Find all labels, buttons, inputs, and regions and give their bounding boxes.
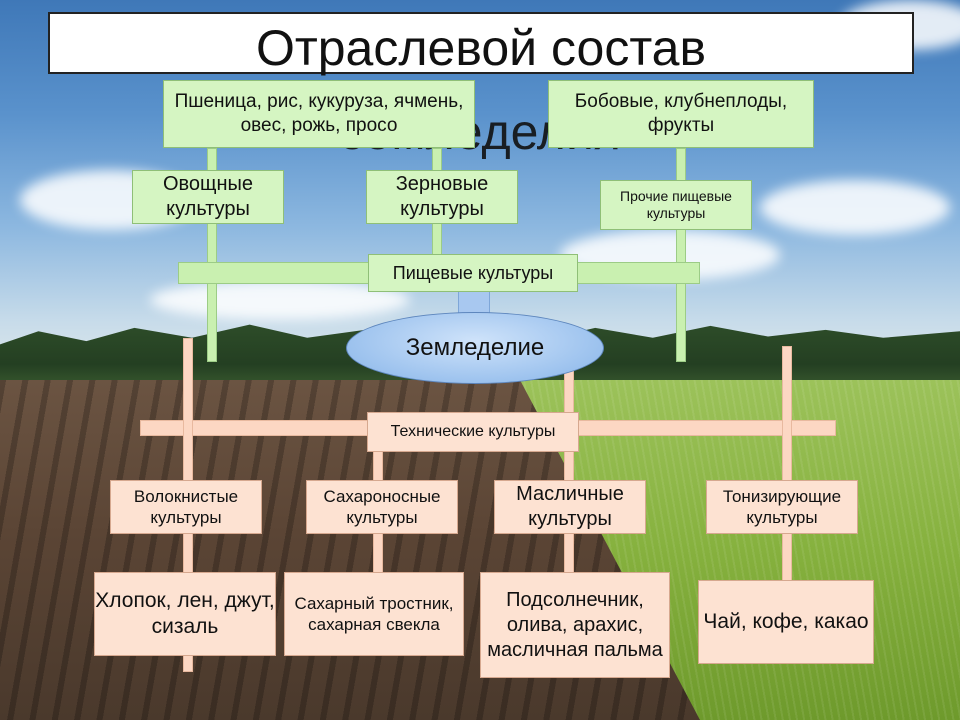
connector-tonic [782, 346, 792, 582]
food-crops-hub: Пищевые культуры [368, 254, 578, 292]
title-box [48, 12, 914, 74]
sugar-examples-box: Сахарный тростник, сахарная свекла [284, 572, 464, 656]
oil-crops-box: Масличные культуры [494, 480, 646, 534]
tonic-crops-box: Тонизирующие культуры [706, 480, 858, 534]
technical-crops-hub: Технические культуры [367, 412, 579, 452]
title-line-1: Отраслевой состав [255, 20, 707, 76]
fiber-crops-box: Волокнистые культуры [110, 480, 262, 534]
vegetable-crops-box: Овощные культуры [132, 170, 284, 224]
connector-oil [564, 370, 574, 582]
oil-examples-box: Подсолнечник, олива, арахис, масличная п… [480, 572, 670, 678]
grain-examples-box: Пшеница, рис, кукуруза, ячмень, овес, ро… [163, 80, 475, 148]
cloud [150, 280, 410, 320]
fiber-examples-box: Хлопок, лен, джут, сизаль [94, 572, 276, 656]
sugar-crops-box: Сахароносные культуры [306, 480, 458, 534]
other-food-examples-box: Бобовые, клубнеплоды, фрукты [548, 80, 814, 148]
other-food-crops-box: Прочие пищевые культуры [600, 180, 752, 230]
grain-crops-box: Зерновые культуры [366, 170, 518, 224]
tonic-examples-box: Чай, кофе, какао [698, 580, 874, 664]
connector-other [676, 148, 686, 362]
agriculture-center-oval: Земледелие [346, 312, 604, 384]
connector-vegetable [207, 148, 217, 362]
cloud [760, 180, 950, 235]
